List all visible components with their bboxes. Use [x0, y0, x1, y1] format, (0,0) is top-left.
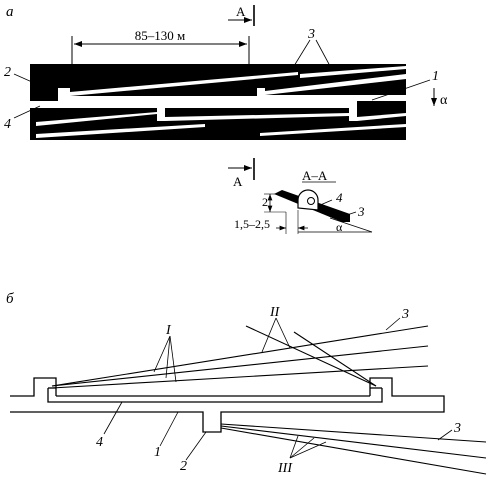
dim-vertical: 2	[262, 195, 268, 209]
haulage-drift	[10, 377, 445, 433]
panel-b-leaders	[103, 317, 453, 461]
callout-4-b: 4	[96, 435, 103, 450]
dim-horizontal: 1,5–2,5	[234, 217, 270, 231]
boreholes-group-III	[220, 423, 487, 475]
label-group-II: II	[269, 305, 281, 320]
callout-3-upper: 3	[401, 307, 409, 322]
boreholes-group-II	[245, 325, 377, 387]
callout-4: 4	[4, 117, 11, 132]
boreholes-group-I	[51, 325, 429, 389]
section-mark-bottom: А	[228, 158, 255, 189]
section-mark-top: А	[228, 4, 255, 26]
section-title: А–А	[302, 168, 328, 183]
callout-1: 1	[432, 69, 439, 84]
panel-a-label: а	[6, 4, 14, 20]
label-group-III: III	[277, 461, 293, 476]
detail-callout-4: 4	[336, 190, 343, 205]
section-mark-bottom-label: А	[233, 174, 243, 189]
dimension-label: 85–130 м	[135, 28, 185, 43]
ore-body	[30, 64, 406, 140]
panel-b-label: б	[6, 291, 14, 307]
callout-2: 2	[4, 65, 11, 80]
callout-1-b: 1	[154, 445, 161, 460]
callout-3-lower: 3	[453, 421, 461, 436]
section-mark-top-label: А	[236, 4, 246, 19]
dip-symbol: α	[440, 93, 448, 108]
callout-2-b: 2	[180, 459, 187, 474]
callout-3: 3	[307, 27, 315, 42]
dimension-85-130: 85–130 м	[71, 28, 250, 66]
section-detail: А–А 2 1,5–2,5 4 3 α	[234, 168, 373, 234]
label-group-I: I	[165, 323, 172, 338]
detail-angle: α	[336, 220, 343, 234]
detail-callout-3: 3	[357, 204, 365, 219]
